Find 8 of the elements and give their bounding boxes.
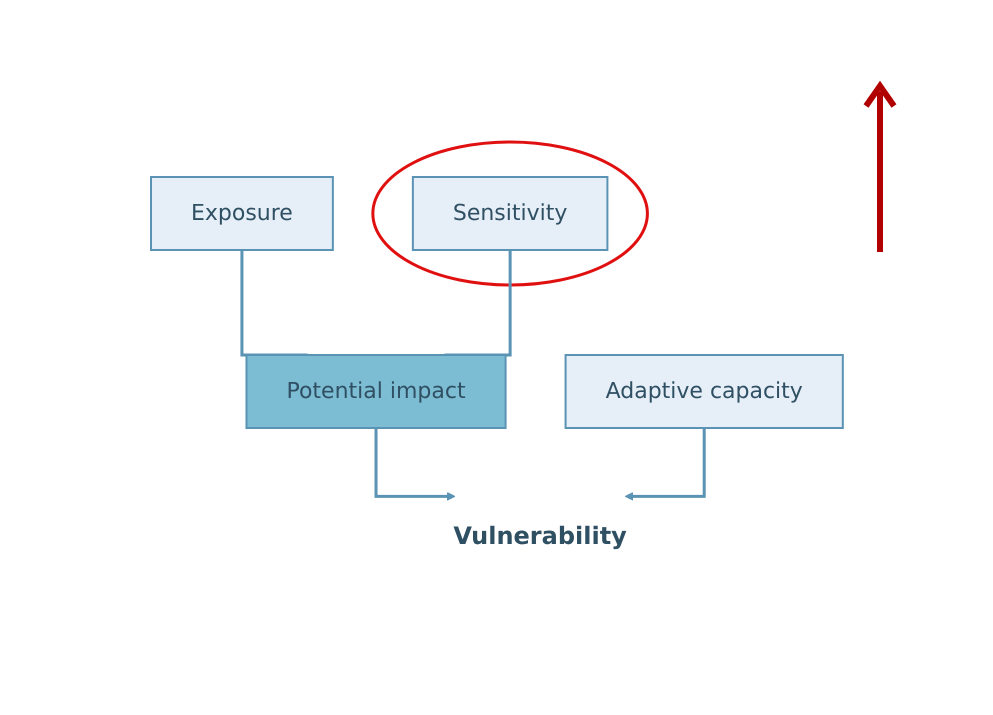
- arrow: [374, 428, 456, 500]
- node-text: Vulnerability: [452, 522, 626, 550]
- node-box: Sensitivity: [411, 176, 608, 250]
- arrow: [624, 428, 706, 500]
- node-box: Exposure: [150, 176, 334, 250]
- highlight-ellipse: [370, 140, 648, 286]
- node-box: Potential impact: [245, 354, 506, 428]
- node-box: Adaptive capacity: [564, 354, 844, 428]
